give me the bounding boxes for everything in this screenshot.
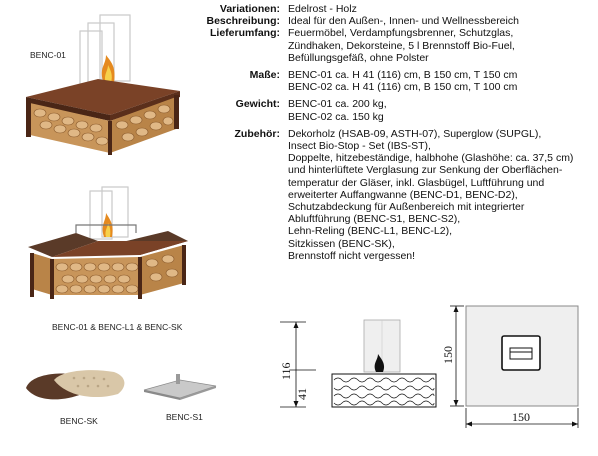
spec-value: Dekorholz (HSAB-09, ASTH-07), Superglow …: [288, 128, 595, 262]
product-image-benc-sk: [26, 370, 125, 400]
spec-value: Edelrost - Holz: [288, 3, 595, 15]
spec-line: BENC-01 ca. H 41 (116) cm, B 150 cm, T 1…: [288, 69, 518, 82]
dim-top-width: 150: [512, 410, 530, 424]
spec-value: BENC-01 ca. 200 kg, BENC-02 ca. 150 kg: [288, 98, 595, 122]
spec-line: Brennstoff nicht vergessen!: [288, 249, 416, 262]
spec-label: Maße:: [249, 69, 280, 82]
caption-benc-s1: BENC-S1: [166, 412, 203, 422]
caption-benc-01: BENC-01: [30, 50, 66, 60]
spec-label: Zubehör:: [234, 127, 281, 140]
product-image-benc-01: [26, 14, 180, 155]
spec-line: Insect Bio-Stop - Set (IBS-ST),: [288, 140, 431, 153]
spec-row-masse: Maße: BENC-01 ca. H 41 (116) cm, B 150 c…: [190, 69, 595, 93]
dim-top-depth: 150: [441, 346, 455, 364]
spec-row-lieferumfang: Lieferumfang: Feuermöbel, Verdampfungsbr…: [190, 27, 595, 64]
spec-line: Schutzabdeckung für Außenbereich mit int…: [288, 201, 525, 214]
spec-line: temperatur der Gläser, inkl. Glasbügel, …: [288, 176, 545, 189]
spec-line: Lehn-Reling (BENC-L1, BENC-L2),: [288, 225, 452, 238]
spec-row-variationen: Variationen: Edelrost - Holz: [190, 3, 595, 15]
dim-total-height: 116: [279, 362, 293, 380]
caption-benc-01-l1-sk: BENC-01 & BENC-L1 & BENC-SK: [52, 322, 183, 332]
spec-table: Variationen: Edelrost - Holz Beschreibun…: [190, 3, 595, 262]
spec-line: BENC-01 ca. 200 kg,: [288, 98, 387, 111]
spec-line: erweiterter Auffangwanne (BENC-D1, BENC-…: [288, 188, 518, 201]
spec-label: Beschreibung:: [206, 15, 280, 28]
spec-line: Abluftführung (BENC-S1, BENC-S2),: [288, 213, 461, 226]
spec-line: Edelrost - Holz: [288, 3, 357, 15]
spec-line: Doppelte, hitzebeständige, halbhohe (Gla…: [288, 152, 574, 165]
spec-line: Dekorholz (HSAB-09, ASTH-07), Superglow …: [288, 127, 542, 140]
top-view-drawing: 150 150: [441, 305, 579, 428]
spec-label: Lieferumfang:: [209, 27, 280, 40]
spec-row-beschreibung: Beschreibung: Ideal für den Außen-, Inne…: [190, 15, 595, 27]
spec-value: Feuermöbel, Verdampfungsbrenner, Schutzg…: [288, 27, 595, 64]
spec-line: BENC-02 ca. H 41 (116) cm, B 150 cm, T 1…: [288, 81, 518, 94]
spec-value: BENC-01 ca. H 41 (116) cm, B 150 cm, T 1…: [288, 69, 595, 93]
spec-value: Ideal für den Außen-, Innen- und Wellnes…: [288, 15, 595, 27]
spec-label: Gewicht:: [235, 98, 280, 111]
spec-line: Sitzkissen (BENC-SK),: [288, 237, 395, 250]
spec-row-gewicht: Gewicht: BENC-01 ca. 200 kg, BENC-02 ca.…: [190, 98, 595, 122]
product-image-benc-01-l1-sk: [28, 186, 188, 299]
spec-line: Zündhaken, Dekorsteine, 5 l Brennstoff B…: [288, 39, 515, 52]
spec-line: Ideal für den Außen-, Innen- und Wellnes…: [288, 15, 519, 28]
spec-line: und hinterlüftete Verglasung zur Senkung…: [288, 164, 563, 177]
spec-line: Feuermöbel, Verdampfungsbrenner, Schutzg…: [288, 27, 514, 40]
product-image-benc-s1: [143, 374, 217, 400]
spec-row-zubehoer: Zubehör: Dekorholz (HSAB-09, ASTH-07), S…: [190, 128, 595, 262]
spec-label: Variationen:: [219, 3, 280, 15]
dim-base-height: 41: [295, 388, 309, 400]
caption-benc-sk: BENC-SK: [60, 416, 98, 426]
spec-line: BENC-02 ca. 150 kg: [288, 110, 384, 123]
side-view-drawing: 116 41: [279, 319, 437, 408]
spec-line: Befüllungsgefäß, ohne Polster: [288, 51, 429, 64]
